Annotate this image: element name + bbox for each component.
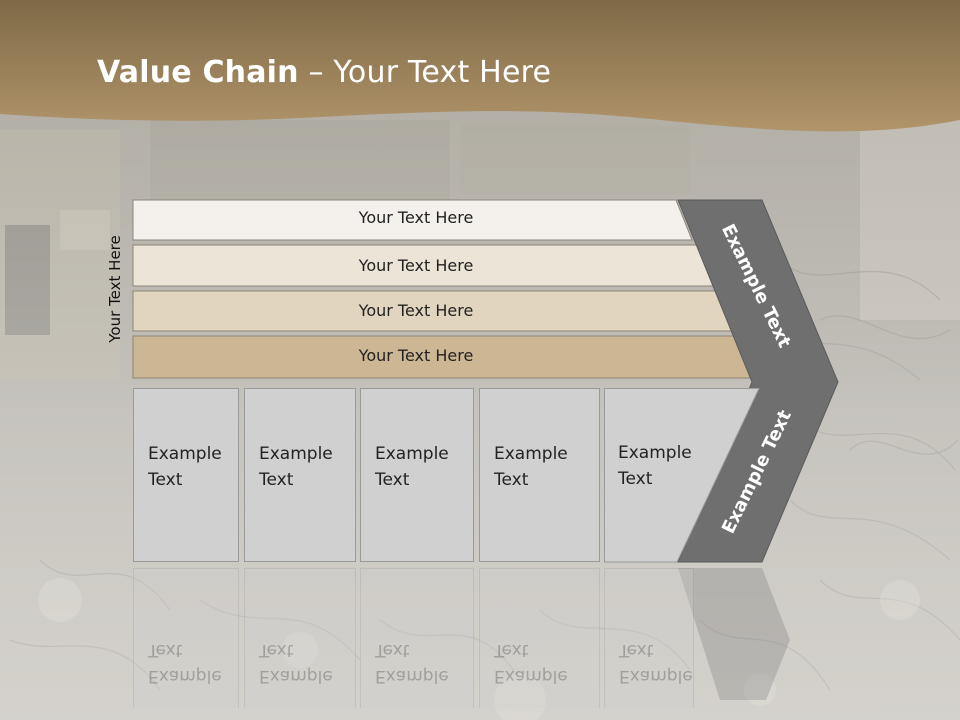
band-1[interactable]: [132, 199, 693, 241]
band-1-label: Your Text Here: [358, 208, 474, 227]
slide-title-rest: – Your Text Here: [298, 55, 552, 90]
band-4-label: Your Text Here: [358, 346, 474, 365]
activity-box-5-shape[interactable]: [604, 388, 764, 564]
slide-title-bold: Value Chain: [97, 55, 299, 90]
band-2-label: Your Text Here: [358, 256, 474, 275]
band-3-label: Your Text Here: [358, 301, 474, 320]
header-banner: [0, 0, 960, 132]
slide-title: Value Chain – Your Text Here: [97, 55, 551, 90]
chevron-reflection: [678, 568, 790, 700]
